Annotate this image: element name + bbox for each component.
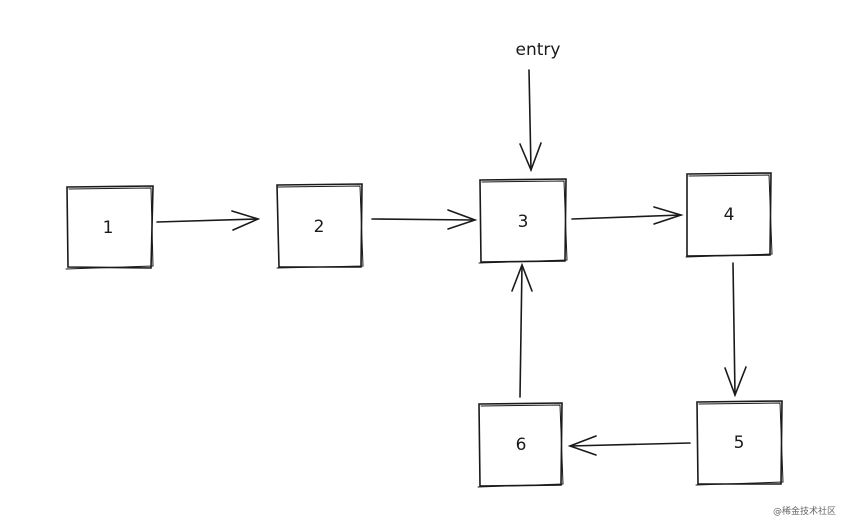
node-label-4: 4	[724, 205, 735, 225]
node-box-5	[695, 400, 784, 486]
edge-6-to-3	[511, 262, 533, 398]
node-label-6: 6	[516, 435, 527, 455]
edge-5-to-6	[567, 435, 691, 456]
node-label-5: 5	[734, 433, 745, 453]
entry-label: entry	[516, 40, 561, 60]
node-box-4	[685, 172, 773, 258]
entry-arrow	[519, 69, 542, 173]
node-box-3	[478, 178, 568, 264]
edge-4-to-5	[724, 262, 747, 398]
node-label-1: 1	[103, 218, 114, 238]
node-label-2: 2	[314, 217, 325, 237]
node-box-1	[65, 185, 154, 270]
edge-1-to-2	[156, 210, 261, 231]
node-label-3: 3	[518, 212, 529, 232]
edge-2-to-3	[371, 209, 478, 230]
edge-3-to-4	[571, 206, 684, 225]
node-box-6	[477, 402, 564, 488]
watermark: @稀金技术社区	[772, 507, 836, 517]
node-box-2	[276, 183, 364, 269]
